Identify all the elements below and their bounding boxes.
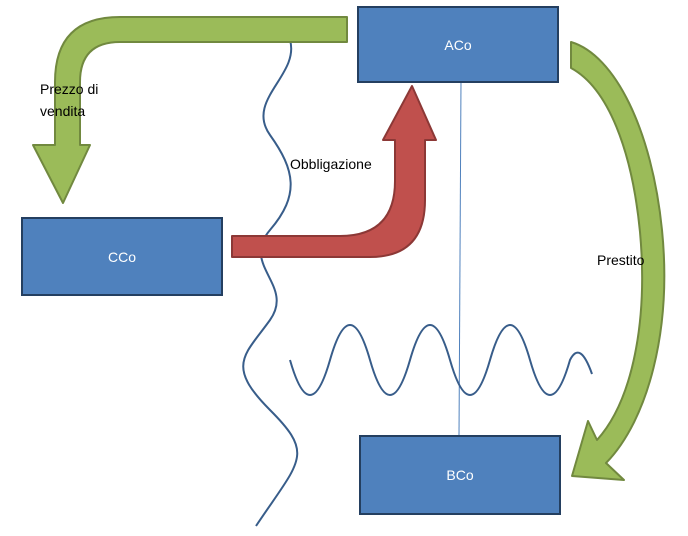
prezzo-di-vendita-arrow xyxy=(32,16,348,204)
prezzo-di-vendita-label: Prezzo di vendita xyxy=(40,78,98,122)
bco-box: BCo xyxy=(359,435,561,515)
obbligazione-arrow xyxy=(231,85,437,258)
obbligazione-label: Obbligazione xyxy=(290,156,372,172)
horizontal-wavy-boundary xyxy=(289,324,593,396)
prestito-label: Prestito xyxy=(597,252,645,268)
aco-box: ACo xyxy=(357,6,559,83)
prezzo-di-vendita-line-2: vendita xyxy=(40,103,86,119)
vertical-wavy-boundary xyxy=(242,39,299,527)
prezzo-di-vendita-line-1: Prezzo di xyxy=(40,81,99,97)
bco-label: BCo xyxy=(446,467,474,483)
cco-label: CCo xyxy=(107,248,136,265)
aco-label: ACo xyxy=(444,36,472,53)
cco-box: CCo xyxy=(21,217,223,296)
prestito-arrow xyxy=(570,41,666,481)
aco-bco-connector-line xyxy=(458,79,462,437)
